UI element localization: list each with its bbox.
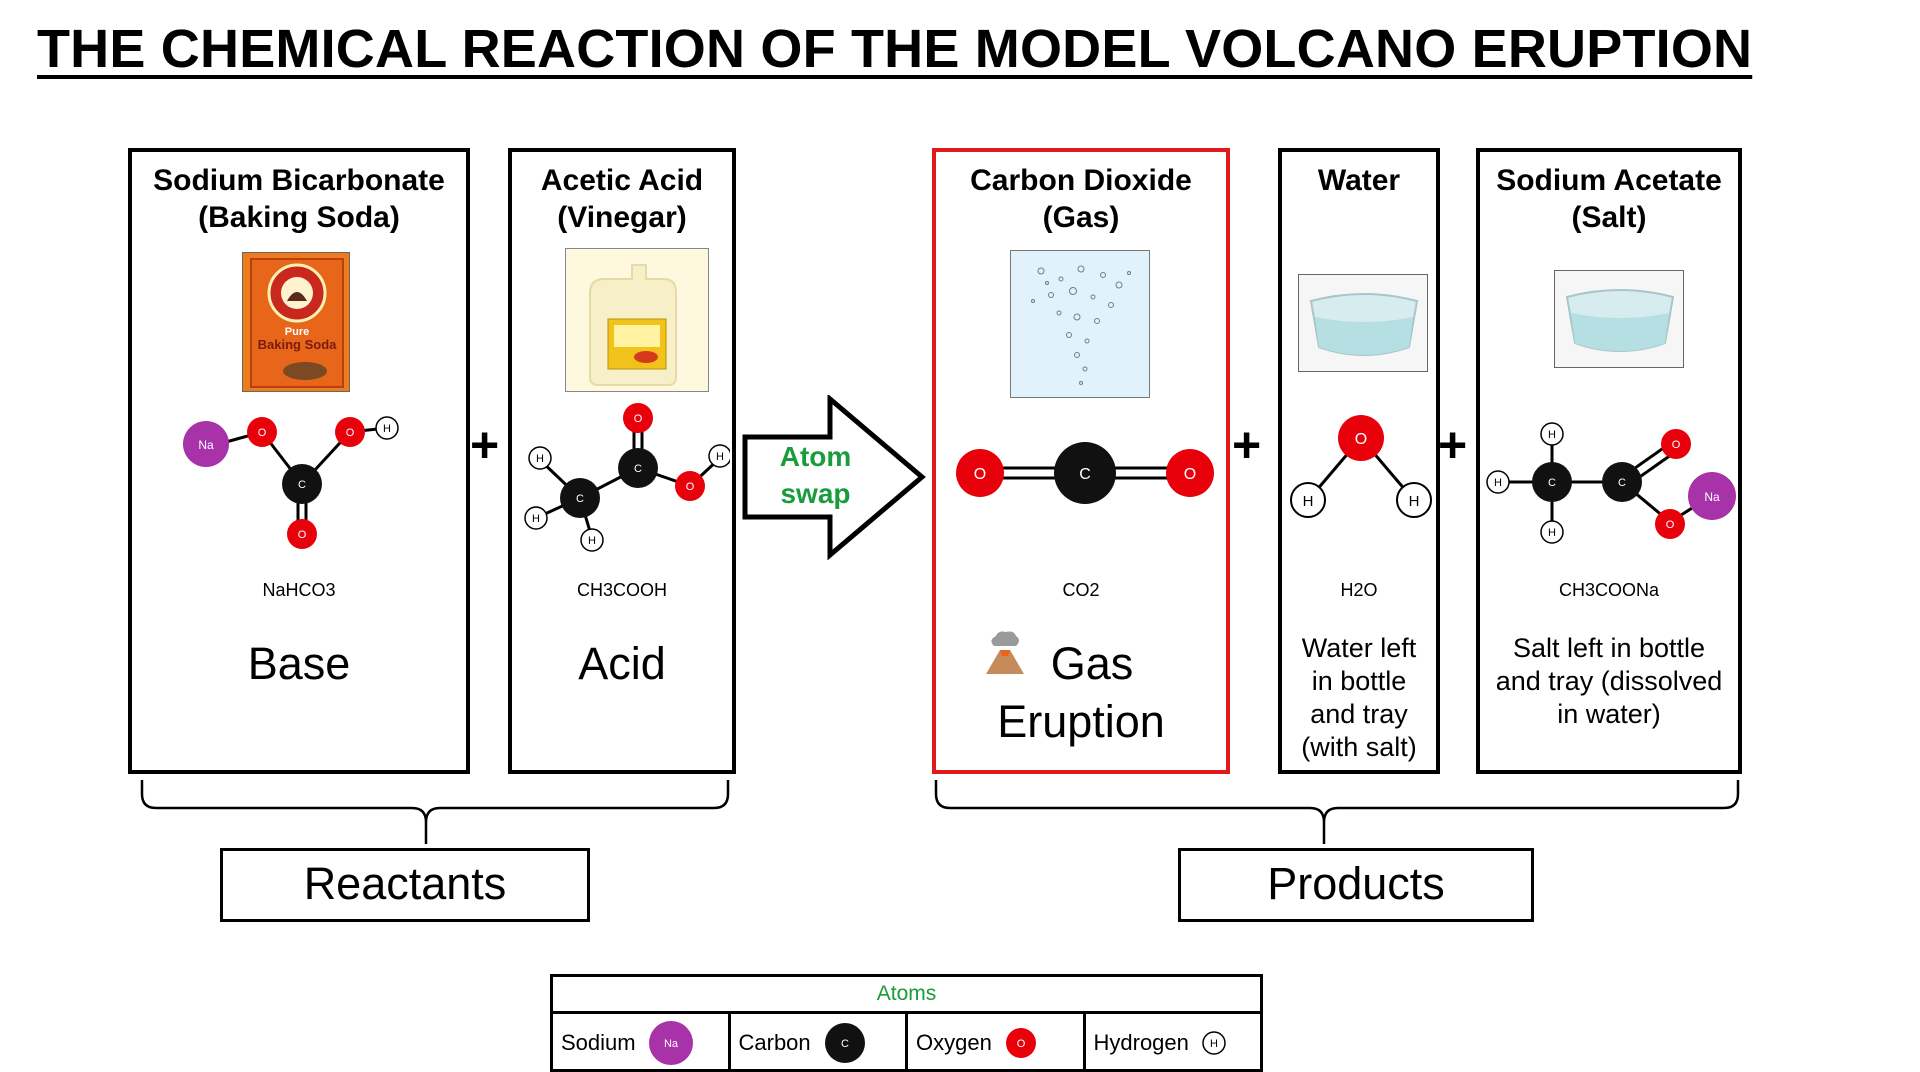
svg-text:C: C: [1548, 477, 1556, 489]
formula-nahco3: NaHCO3: [262, 580, 336, 600]
formula-h2o: H2O: [1340, 580, 1378, 600]
bubbles-icon: [1011, 251, 1149, 397]
formula-ch3cooh: CH3COOH: [576, 580, 667, 600]
svg-text:O: O: [974, 466, 986, 483]
vinegar-image: [565, 248, 709, 392]
svg-text:H: H: [1409, 493, 1420, 510]
arrow-label: Atom swap: [779, 441, 852, 509]
legend-item-carbon: Carbon C: [731, 1014, 908, 1072]
card-title: Water: [1317, 164, 1401, 197]
bowl-icon: [1555, 271, 1683, 367]
legend-item-sodium: Sodium Na: [553, 1014, 731, 1072]
svg-text:H: H: [383, 423, 391, 435]
baking-soda-image: Pure Baking Soda: [242, 252, 350, 392]
card-title: Acetic Acid (Vinegar): [540, 164, 704, 234]
svg-text:O: O: [1666, 519, 1675, 531]
card-title: Carbon Dioxide (Gas): [970, 164, 1192, 234]
water-description: Water left in bottle and tray (with salt…: [1301, 633, 1417, 762]
card-carbon-dioxide: Carbon Dioxide (Gas) O C O CO2 Gas Erupt…: [932, 148, 1230, 774]
svg-text:Na: Na: [1704, 490, 1720, 504]
svg-text:O: O: [1184, 466, 1196, 483]
plus-sign: +: [1438, 417, 1468, 473]
legend-row: Sodium Na Carbon C Oxygen O Hydrogen H: [553, 1014, 1260, 1072]
legend-label: Carbon: [738, 1030, 811, 1055]
formula-ch3coona: CH3COONa: [1558, 580, 1660, 600]
plus-sign: +: [470, 417, 500, 473]
salt-description: Salt left in bottle and tray (dissolved …: [1495, 633, 1723, 729]
h2o-molecule: O H H: [1290, 415, 1432, 518]
legend-label: Hydrogen: [1093, 1030, 1189, 1055]
salt-bowl-image: [1554, 270, 1684, 368]
card-sodium-bicarbonate: Sodium Bicarbonate (Baking Soda) Pure Ba…: [128, 148, 470, 774]
legend-label: Sodium: [561, 1030, 636, 1055]
svg-text:Baking Soda: Baking Soda: [258, 337, 338, 352]
reactants-brace: [140, 780, 730, 844]
card-acetic-acid: Acetic Acid (Vinegar) C C O O H H H H CH…: [508, 148, 736, 774]
svg-text:H: H: [1303, 493, 1314, 510]
page-title: THE CHEMICAL REACTION OF THE MODEL VOLCA…: [37, 19, 1753, 79]
volcano-icon: [986, 631, 1024, 674]
svg-text:O: O: [634, 413, 643, 425]
gas-bubbles-image: [1010, 250, 1150, 398]
formula-co2: CO2: [1062, 580, 1100, 600]
card-water: Water O H H H2O Water left in bottle and…: [1278, 148, 1440, 774]
legend-item-oxygen: Oxygen O: [908, 1014, 1086, 1072]
co2-description: Gas Eruption: [997, 638, 1165, 747]
legend-item-hydrogen: Hydrogen H: [1086, 1014, 1261, 1072]
plus-sign: +: [1232, 417, 1262, 473]
hydrogen-atom-icon: H: [1202, 1031, 1226, 1055]
oxygen-atom-icon: O: [1005, 1028, 1036, 1058]
svg-text:H: H: [588, 535, 596, 547]
svg-text:C: C: [298, 479, 306, 491]
svg-text:H: H: [1210, 1038, 1218, 1050]
svg-text:Pure: Pure: [285, 326, 309, 338]
svg-text:H: H: [1494, 477, 1502, 489]
svg-text:O: O: [1017, 1038, 1026, 1050]
svg-text:C: C: [1079, 466, 1091, 483]
svg-text:O: O: [298, 529, 307, 541]
svg-text:H: H: [532, 513, 540, 525]
svg-text:O: O: [686, 481, 695, 493]
card-title: Sodium Acetate (Salt): [1496, 164, 1722, 234]
nahco3-molecule: Na O O H C O: [183, 416, 399, 549]
vinegar-jug-icon: [566, 249, 708, 391]
legend-header: Atoms: [553, 977, 1260, 1014]
svg-text:H: H: [1548, 429, 1556, 441]
products-brace: [934, 780, 1740, 844]
svg-text:C: C: [634, 463, 642, 475]
co2-molecule: O C O: [956, 442, 1214, 504]
baking-soda-box-icon: Pure Baking Soda: [243, 253, 349, 391]
carbon-atom-icon: C: [824, 1023, 865, 1063]
reactants-label: Reactants: [220, 848, 590, 922]
card-sodium-acetate: Sodium Acetate (Salt) H H H C C O O Na C…: [1476, 148, 1742, 774]
svg-text:O: O: [1672, 439, 1681, 451]
svg-text:O: O: [346, 427, 355, 439]
atoms-legend: Atoms Sodium Na Carbon C Oxygen O Hydrog…: [550, 974, 1263, 1072]
svg-text:H: H: [536, 453, 544, 465]
svg-text:Na: Na: [664, 1038, 679, 1050]
bowl-icon: [1299, 275, 1427, 371]
svg-text:O: O: [258, 427, 267, 439]
svg-text:H: H: [1548, 527, 1556, 539]
role-acid: Acid: [578, 638, 666, 689]
svg-text:Na: Na: [198, 438, 214, 452]
legend-label: Oxygen: [916, 1030, 992, 1055]
sodium-atom-icon: Na: [648, 1021, 693, 1065]
ch3cooh-molecule: C C O O H H H H: [524, 403, 730, 552]
water-bowl-image: [1298, 274, 1428, 372]
card-title: Sodium Bicarbonate (Baking Soda): [153, 164, 445, 234]
reaction-arrow: [742, 395, 926, 560]
ch3coona-molecule: H H H C C O O Na: [1486, 422, 1736, 544]
role-base: Base: [247, 638, 351, 689]
svg-text:H: H: [716, 451, 724, 463]
svg-text:O: O: [1355, 431, 1367, 448]
svg-text:C: C: [1618, 477, 1626, 489]
svg-text:C: C: [576, 493, 584, 505]
svg-text:C: C: [841, 1038, 849, 1050]
products-label: Products: [1178, 848, 1534, 922]
